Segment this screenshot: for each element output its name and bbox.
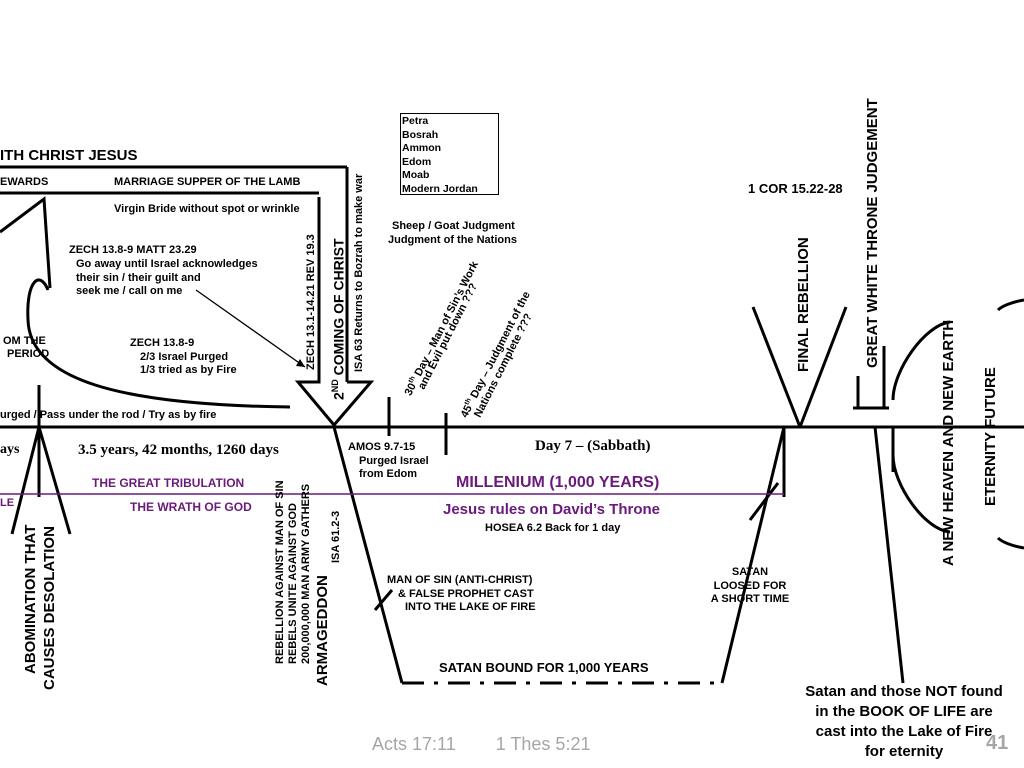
from-the-label: OM THE [3,335,46,347]
throne-label: Jesus rules on David’s Throne [443,501,661,518]
sheep-goat-label: Sheep / Goat Judgment [392,220,515,232]
purge-ref: ZECH 13.8-9 [130,337,195,349]
new-earth-label: A NEW HEAVEN AND NEW EARTH [940,319,957,566]
isa-63-label: ISA 63 Returns to Bozrah to make war [353,173,365,372]
lake-of-fire-line-4: for eternity [864,743,944,760]
second-coming-arrow [294,197,375,428]
armageddon-line-3: 200,000,000 MAN ARMY GATHERS [300,483,312,664]
edom-item: Ammon [402,142,442,155]
man-of-sin-line-1: MAN OF SIN (ANTI-CHRIST) [387,574,533,586]
cor-ref-label: 1 COR 15.22-28 [748,181,843,196]
zech-refs: ZECH 13.8-9 MATT 23.29 [69,244,197,256]
abomination-line-1: ABOMINATION THAT [22,524,39,674]
satan-loosed-line-1: SATAN [731,566,769,578]
armageddon-line-2: REBELS UNITE AGAINST GOD [287,503,299,664]
tribulation-duration: 3.5 years, 42 months, 1260 days [78,442,279,458]
wrath-of-god-label: THE WRATH OF GOD [130,500,252,514]
marriage-supper-label: MARRIAGE SUPPER OF THE LAMB [114,176,301,188]
rewards-label: EWARDS [0,176,49,188]
judgment-nations-label: Judgment of the Nations [388,234,517,246]
amos-line-1: Purged Israel [359,455,429,467]
lake-of-fire-line-1: Satan and those NOT found [805,683,1003,700]
isa-61-label: ISA 61.2-3 [330,510,342,563]
hosea-label: HOSEA 6.2 Back for 1 day [485,522,621,534]
zech-line-1: Go away until Israel acknowledges [76,258,258,270]
return-curve [26,278,291,409]
amos-line-2: from Edom [359,468,418,480]
footer-scripture-refs: Acts 17:11 1 Thes 5:21 [372,734,591,754]
zech-line-3: seek me / call on me [76,285,183,297]
abomination-line-2: CAUSES DESOLATION [41,526,58,690]
le-label: LE [0,497,15,509]
period-label: PERIOD [7,348,50,360]
edom-item: Modern Jordan [402,182,478,195]
purge-line-1: 2/3 Israel Purged [140,351,229,363]
lake-of-fire-line-3: cast into the Lake of Fire [815,723,993,740]
lake-of-fire-line-2: in the BOOK OF LIFE are [815,703,993,720]
satan-loosed-line-2: LOOSED FOR [713,580,787,592]
great-tribulation-label: THE GREAT TRIBULATION [92,476,245,490]
millenium-title: MILLENIUM (1,000 YEARS) [456,474,660,491]
edom-region-box: Petra Bosrah Ammon Edom Moab Modern Jord… [400,113,499,195]
satan-loosed-line-3: A SHORT TIME [710,593,790,605]
virgin-bride-label: Virgin Bride without spot or wrinkle [114,203,300,215]
edom-item: Moab [402,169,430,182]
edom-item: Bosrah [402,128,439,141]
purged-pass-label: urged / Pass under the rod / Try as by f… [0,409,217,421]
purge-line-2: 1/3 tried as by Fire [140,364,237,376]
days-label: ays [0,442,20,457]
satan-bound-label: SATAN BOUND FOR 1,000 YEARS [439,660,649,675]
zech-rev-label: ZECH 13.1-14.21 REV 19.3 [305,234,317,370]
man-of-sin-line-3: INTO THE LAKE OF FIRE [405,601,536,613]
second-coming-label: 2ND COMING OF CHRIST [330,238,347,400]
zech-line-2: their sin / their guilt and [76,272,201,284]
armageddon-line-1: REBELLION AGAINST MAN OF SIN [274,480,286,664]
day-7-label: Day 7 – (Sabbath) [535,438,651,454]
eternity-future-label: ETERNITY FUTURE [982,367,999,506]
man-of-sin-line-2: & FALSE PROPHET CAST [398,588,534,600]
white-throne-label: GREAT WHITE THRONE JUDGEMENT [864,98,881,368]
final-rebellion-label: FINAL REBELLION [795,237,812,372]
edom-item: Edom [402,155,432,168]
page-number: 41 [986,732,1009,754]
with-christ-heading: ITH CHRIST JESUS [0,147,138,164]
armageddon-label: ARMAGEDDON [314,575,331,686]
amos-ref: AMOS 9.7-15 [348,441,416,453]
edom-item: Petra [402,115,429,127]
